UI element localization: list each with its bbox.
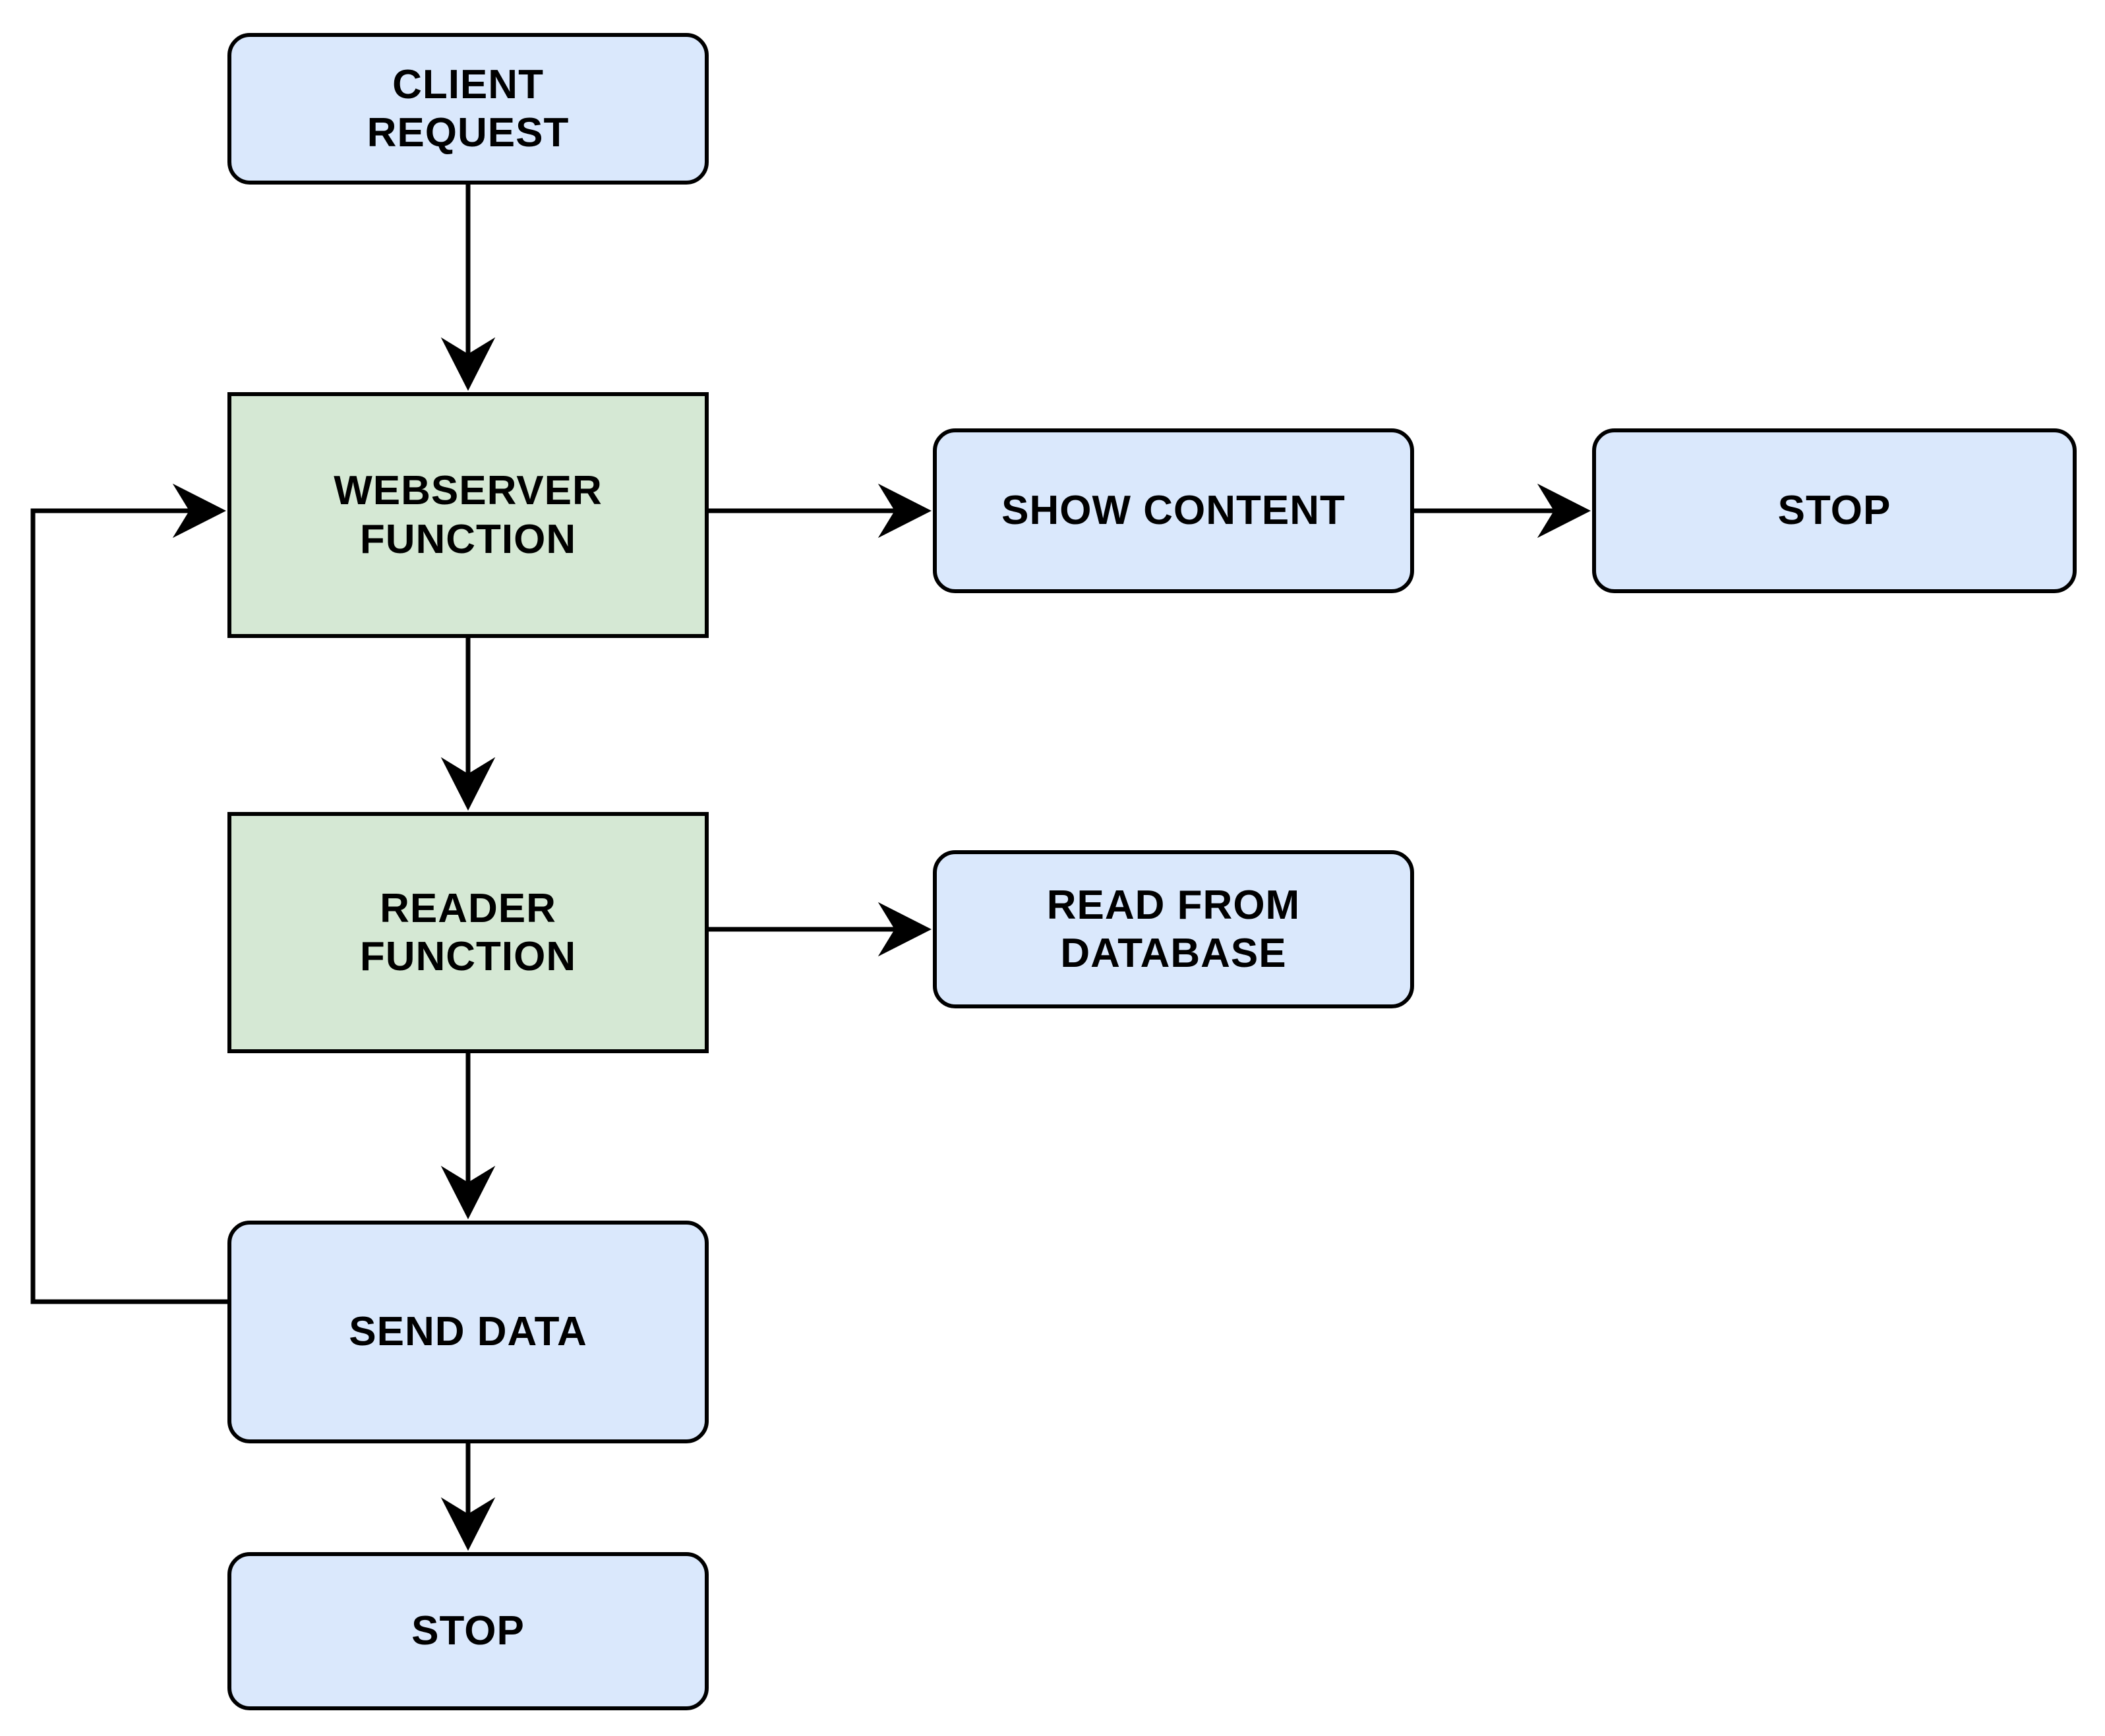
node-show-content-label: SHOW CONTENT — [1001, 488, 1346, 534]
node-read-from-database-label: READ FROM DATABASE — [1046, 882, 1301, 976]
node-stop-bottom-label: STOP — [411, 1608, 525, 1654]
node-webserver-function-label: WEBSERVER FUNCTION — [334, 468, 603, 562]
node-stop-right-label: STOP — [1777, 488, 1891, 534]
node-reader-function-label: READER FUNCTION — [359, 885, 577, 979]
node-webserver-function[interactable]: WEBSERVER FUNCTION — [227, 392, 709, 638]
node-client-request[interactable]: CLIENT REQUEST — [227, 33, 709, 185]
node-stop-right[interactable]: STOP — [1592, 428, 2077, 593]
node-show-content[interactable]: SHOW CONTENT — [933, 428, 1414, 593]
node-stop-bottom[interactable]: STOP — [227, 1552, 709, 1710]
node-client-request-label: CLIENT REQUEST — [367, 61, 570, 156]
node-send-data-label: SEND DATA — [349, 1309, 587, 1355]
edge-send-data-to-webserver-loop — [30, 483, 227, 1304]
node-send-data[interactable]: SEND DATA — [227, 1221, 709, 1443]
node-reader-function[interactable]: READER FUNCTION — [227, 812, 709, 1053]
node-read-from-database[interactable]: READ FROM DATABASE — [933, 850, 1414, 1008]
